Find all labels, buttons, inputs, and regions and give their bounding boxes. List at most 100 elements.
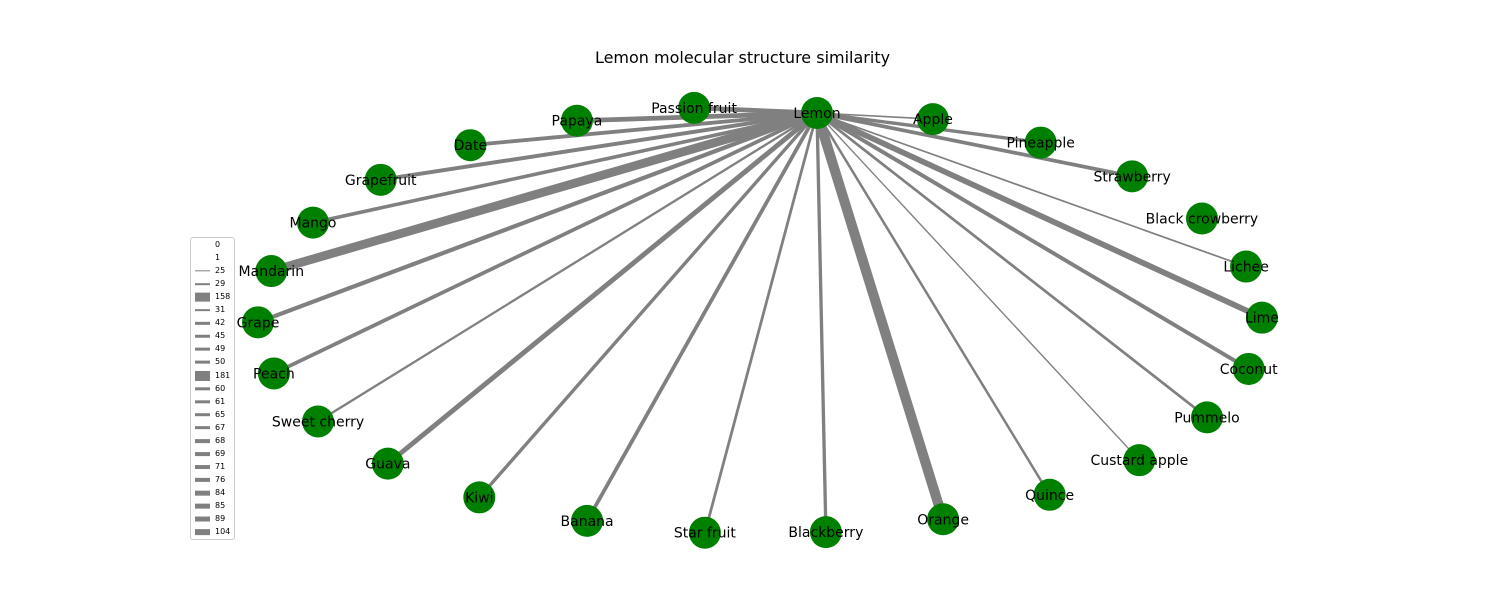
legend-line	[195, 270, 210, 272]
legend-label: 49	[215, 344, 226, 354]
legend-line	[195, 309, 210, 312]
legend-label: 84	[215, 487, 226, 497]
edge-lemon-apple	[816, 112, 933, 120]
node-label-passion-fruit: Passion fruit	[651, 101, 737, 117]
legend-entry: 65	[191, 409, 234, 421]
node-label-orange: Orange	[917, 512, 969, 528]
node-label-sweet-cherry: Sweet cherry	[272, 414, 364, 430]
legend-entry: 29	[191, 278, 234, 290]
edge-lemon-strawberry	[816, 111, 1133, 179]
node-coconut	[1232, 352, 1265, 385]
legend-label: 67	[215, 422, 226, 432]
legend-line	[195, 283, 210, 285]
node-kiwi	[463, 481, 496, 514]
edge-lemon-grape	[257, 111, 818, 325]
legend-label: 104	[215, 527, 231, 537]
edge-lemon-peach	[273, 111, 818, 376]
node-date	[454, 129, 487, 162]
legend-line	[195, 503, 210, 509]
node-strawberry	[1116, 160, 1149, 193]
legend-line	[195, 386, 210, 391]
node-label-custard-apple: Custard apple	[1090, 453, 1188, 469]
node-label-lemon: Lemon	[793, 106, 840, 122]
legend-label: 181	[215, 370, 231, 380]
node-label-banana: Banana	[561, 514, 614, 530]
legend-label: 25	[215, 266, 226, 276]
legend-line	[195, 292, 210, 302]
edge-lemon-grapefruit	[380, 111, 818, 182]
node-guava	[371, 447, 404, 480]
node-passion-fruit	[678, 91, 711, 124]
legend-label: 60	[215, 383, 226, 393]
edge-lemon-custard-apple	[816, 112, 1140, 461]
node-label-pummelo: Pummelo	[1174, 410, 1239, 426]
legend-entry: 76	[191, 474, 234, 486]
node-label-black-crowberry: Black crowberry	[1146, 212, 1259, 228]
legend-line	[195, 348, 210, 351]
node-quince	[1033, 478, 1066, 511]
node-label-pineapple: Pineapple	[1006, 136, 1074, 152]
node-label-mandarin: Mandarin	[239, 264, 305, 280]
node-apple	[916, 103, 949, 136]
node-label-peach: Peach	[253, 366, 295, 382]
legend-label: 68	[215, 435, 226, 445]
legend-label: 42	[215, 318, 226, 328]
legend-entry: 31	[191, 304, 234, 316]
node-label-strawberry: Strawberry	[1094, 169, 1171, 185]
node-lime	[1245, 301, 1278, 334]
legend-line	[195, 516, 210, 522]
legend-label: 89	[215, 514, 226, 524]
legend-label: 65	[215, 409, 226, 419]
edge-lemon-kiwi	[478, 111, 819, 499]
legend-entry: 60	[191, 383, 234, 395]
node-sweet-cherry	[302, 405, 335, 438]
node-banana	[571, 504, 604, 537]
legend-line	[195, 399, 210, 404]
legend-line	[195, 335, 210, 338]
legend-entry: 89	[191, 513, 234, 525]
node-custard-apple	[1123, 444, 1156, 477]
edge-lemon-guava	[386, 111, 819, 466]
edge-lemon-star-fruit	[703, 112, 819, 534]
legend-entry: 42	[191, 317, 234, 329]
node-lichee	[1230, 250, 1263, 283]
legend-entry: 158	[191, 291, 234, 303]
node-blackberry	[809, 516, 842, 549]
legend-line	[195, 438, 210, 443]
legend-line	[195, 425, 210, 430]
diagram-title: Lemon molecular structure similarity	[594, 48, 891, 67]
legend-line	[195, 451, 210, 456]
edge-lemon-pummelo	[816, 111, 1208, 419]
legend-line	[195, 370, 210, 381]
node-mango	[297, 206, 330, 239]
node-label-coconut: Coconut	[1220, 362, 1278, 378]
node-grape	[242, 306, 275, 339]
legend-entry: 104	[191, 526, 234, 538]
edge-lemon-mandarin	[270, 108, 819, 276]
legend-label: 0	[215, 240, 221, 249]
legend-label: 158	[215, 292, 231, 302]
legend-entry: 181	[191, 370, 234, 382]
legend-entry: 50	[191, 356, 234, 368]
legend-line	[195, 322, 210, 325]
node-label-grape: Grape	[237, 315, 280, 331]
legend-line	[195, 477, 210, 482]
node-papaya	[560, 104, 593, 137]
legend-line	[195, 361, 210, 364]
legend-entry: 61	[191, 396, 234, 408]
legend-entry: 85	[191, 500, 234, 512]
node-mandarin	[255, 255, 288, 288]
node-orange	[927, 503, 960, 536]
legend-label: 69	[215, 448, 226, 458]
edges-layer	[257, 105, 1264, 534]
legend-line	[195, 490, 210, 496]
node-label-mango: Mango	[290, 216, 337, 232]
legend-label: 71	[215, 461, 226, 471]
node-star-fruit	[688, 516, 721, 549]
legend-entry: 0	[191, 239, 234, 251]
edge-lemon-quince	[815, 112, 1051, 496]
node-lemon	[801, 97, 833, 129]
node-label-apple: Apple	[913, 112, 953, 128]
edge-lemon-lime	[815, 110, 1264, 321]
